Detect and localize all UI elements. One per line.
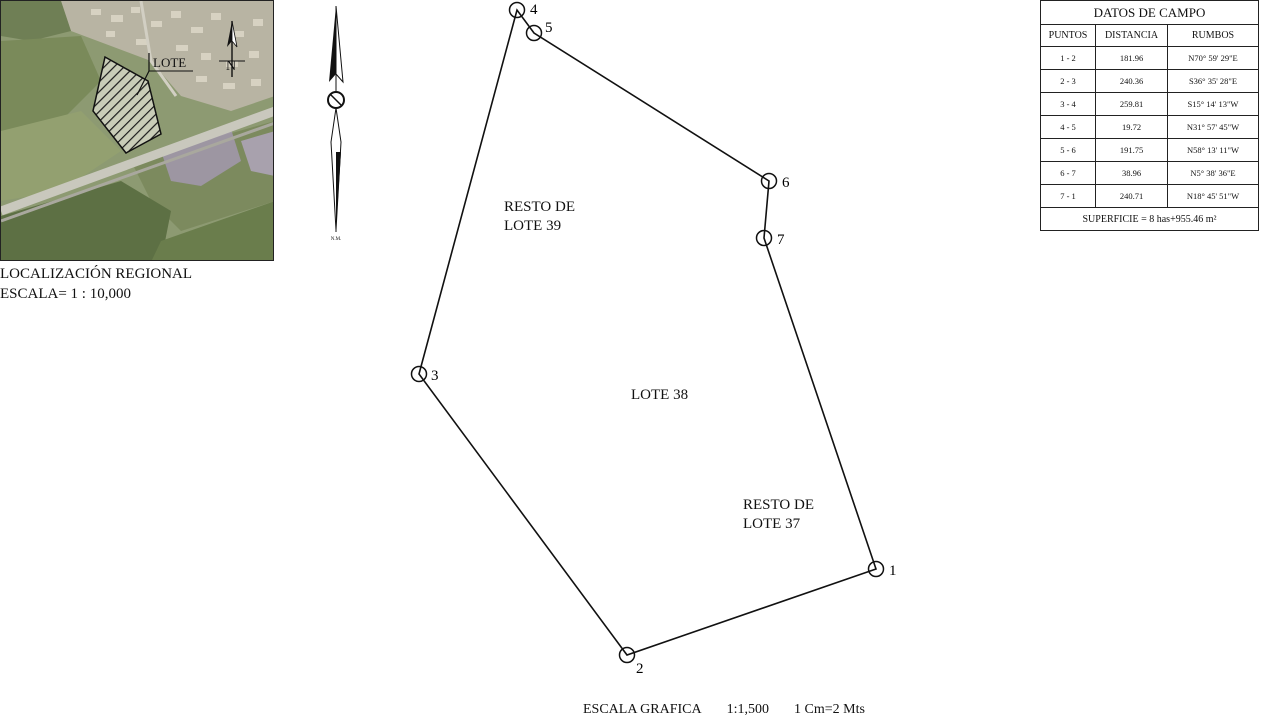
cell-bearing: N58° 13' 11"W [1167, 138, 1259, 162]
vertex-label: 4 [530, 2, 538, 18]
vertex-label: 1 [889, 563, 897, 579]
graphic-scale-label: ESCALA GRAFICA [583, 702, 702, 717]
cell-points: 7 - 1 [1040, 184, 1096, 208]
table-row: 7 - 1 240.71 N18° 45' 51"W [1040, 184, 1259, 208]
vertex-label: 7 [777, 232, 785, 248]
vertex-6: 6 [760, 172, 790, 191]
table-row: 4 - 5 19.72 N31° 57' 45"W [1040, 115, 1259, 139]
cell-bearing: N5° 38' 36"E [1167, 161, 1259, 185]
cell-distance: 240.36 [1095, 69, 1168, 93]
vertex-label: 3 [431, 368, 439, 384]
cell-bearing: N31° 57' 45"W [1167, 115, 1259, 139]
map-north-label: N [226, 59, 236, 74]
vertex-1: 1 [867, 560, 897, 579]
cell-distance: 181.96 [1095, 46, 1168, 70]
vertex-label: 6 [782, 175, 790, 191]
cell-bearing: N18° 45' 51"W [1167, 184, 1259, 208]
column-header-bearing: RUMBOS [1167, 24, 1259, 47]
map-title: LOCALIZACIÓN REGIONAL [0, 266, 193, 282]
table-row: 3 - 4 259.81 S15° 14' 13"W [1040, 92, 1259, 116]
cell-points: 3 - 4 [1040, 92, 1096, 116]
graphic-scale-ratio: 1:1,500 [726, 702, 770, 717]
vertex-label: 5 [545, 20, 553, 36]
lot-polygon [418, 8, 878, 656]
vertex-3: 3 [410, 365, 439, 384]
cell-distance: 259.81 [1095, 92, 1168, 116]
cell-points: 5 - 6 [1040, 138, 1096, 162]
cell-points: 4 - 5 [1040, 115, 1096, 139]
graphic-scale-conversion: 1 Cm=2 Mts [794, 702, 865, 717]
cell-points: 1 - 2 [1040, 46, 1096, 70]
table-row: 1 - 2 181.96 N70° 59' 29"E [1040, 46, 1259, 70]
regional-location-map: LOTE N [0, 0, 274, 261]
vertex-2: 2 [618, 646, 644, 677]
vertex-5: 5 [525, 20, 553, 42]
area-label-lote-38: LOTE 38 [631, 387, 689, 403]
cell-distance: 191.75 [1095, 138, 1168, 162]
north-arrow-label: N.M. [331, 237, 342, 242]
cell-bearing: S15° 14' 13"W [1167, 92, 1259, 116]
vertex-label: 2 [636, 661, 644, 677]
cell-distance: 38.96 [1095, 161, 1168, 185]
north-arrow-icon: N.M. [327, 5, 345, 242]
area-label-resto-lote-39: RESTO DE LOTE 39 [504, 199, 575, 234]
table-row: 5 - 6 191.75 N58° 13' 11"W [1040, 138, 1259, 162]
area-label-resto-lote-37: RESTO DE LOTE 37 [743, 497, 814, 532]
satellite-image: LOTE N [1, 1, 273, 260]
cell-distance: 240.71 [1095, 184, 1168, 208]
table-row: 2 - 3 240.36 S36° 35' 28"E [1040, 69, 1259, 93]
cell-bearing: S36° 35' 28"E [1167, 69, 1259, 93]
graphic-scale: ESCALA GRAFICA 1:1,500 1 Cm=2 Mts [583, 702, 865, 718]
map-north-icon: N [219, 20, 245, 77]
table-row: 6 - 7 38.96 N5° 38' 36"E [1040, 161, 1259, 185]
field-data-table: DATOS DE CAMPO PUNTOS DISTANCIA RUMBOS 1… [1040, 0, 1259, 231]
area-total: SUPERFICIE = 8 has+955.46 m² [1040, 207, 1259, 231]
cell-points: 2 - 3 [1040, 69, 1096, 93]
vertex-7: 7 [755, 229, 785, 248]
vertex-4: 4 [508, 1, 538, 19]
cell-bearing: N70° 59' 29"E [1167, 46, 1259, 70]
lot-label: LOTE [153, 55, 186, 70]
column-header-distance: DISTANCIA [1095, 24, 1168, 47]
table-title: DATOS DE CAMPO [1040, 0, 1259, 25]
cell-distance: 19.72 [1095, 115, 1168, 139]
cell-points: 6 - 7 [1040, 161, 1096, 185]
column-header-points: PUNTOS [1040, 24, 1096, 47]
map-scale: ESCALA= 1 : 10,000 [0, 286, 131, 302]
